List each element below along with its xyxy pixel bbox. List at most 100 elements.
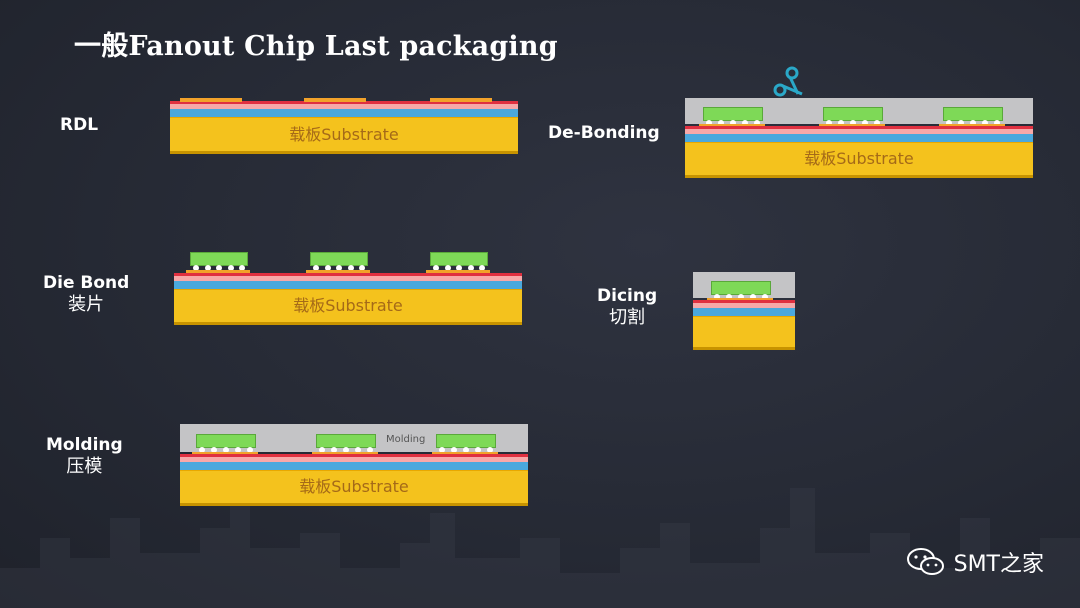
solder-bump [730, 120, 736, 126]
dicing-substrate [693, 316, 795, 350]
pad [426, 270, 490, 274]
step-debonding-en: De-Bonding [548, 123, 660, 143]
rdl-pad-3 [430, 98, 492, 102]
city-skyline-background [0, 488, 1080, 608]
blue-layer [180, 462, 528, 470]
slide-title: 一般Fanout Chip Last packaging [74, 31, 558, 62]
solder-bump [204, 265, 211, 271]
die [190, 252, 248, 266]
step-dicing-cn: 切割 [609, 307, 646, 328]
rdl-stack: 载板Substrate [170, 96, 518, 154]
solder-bump [874, 120, 880, 126]
die [711, 281, 771, 295]
solder-bump [343, 447, 349, 453]
debonding-stack: 载板Substrate [685, 98, 1033, 178]
solder-bump [324, 265, 331, 271]
step-die-bond-cn: 装片 [68, 294, 105, 315]
solder-bump [239, 265, 245, 271]
pink-layer [180, 457, 528, 462]
die [823, 107, 883, 121]
step-rdl-en: RDL [60, 115, 99, 135]
pink-layer [174, 276, 522, 281]
solder-bump [359, 265, 365, 271]
solder-bump [706, 120, 712, 126]
solder-bump [216, 265, 222, 271]
brand-watermark: SMT之家 [906, 546, 1044, 578]
step-dicing-en: Dicing [597, 286, 658, 306]
solder-bump [762, 294, 768, 300]
die [436, 434, 496, 448]
solder-bump [319, 447, 325, 453]
solder-bump [862, 120, 868, 126]
step-label-molding: Molding 压模 [46, 434, 123, 478]
step-label-rdl: RDL [60, 114, 98, 136]
step-label-die-bond: Die Bond 装片 [43, 272, 129, 316]
solder-bump [475, 447, 481, 453]
molding-label: Molding [386, 434, 426, 445]
pad [306, 270, 370, 274]
solder-bump [958, 120, 964, 126]
red-layer [693, 300, 795, 303]
solder-bump [336, 265, 342, 271]
solder-bump [444, 265, 451, 271]
solder-bump [227, 265, 234, 271]
die [310, 252, 368, 266]
step-molding-cn: 压模 [66, 456, 103, 477]
solder-bump [193, 265, 199, 271]
pink-layer [685, 129, 1033, 134]
step-label-dicing: Dicing 切割 [597, 285, 657, 329]
solder-bump [714, 294, 720, 300]
blue-layer [685, 134, 1033, 142]
red-layer [174, 273, 522, 276]
solder-bump [726, 294, 732, 300]
solder-bump [247, 447, 253, 453]
solder-bump [355, 447, 361, 453]
die [196, 434, 256, 448]
solder-bump [970, 120, 976, 126]
solder-bump [826, 120, 832, 126]
wechat-logo-icon [906, 548, 944, 575]
molding-stack: Molding 载板Substrate [180, 424, 528, 506]
solder-bump [994, 120, 1000, 126]
debonding-substrate: 载板Substrate [685, 142, 1033, 178]
solder-bump [313, 265, 319, 271]
rdl-pad-2 [304, 98, 366, 102]
die-bond-substrate: 载板Substrate [174, 289, 522, 325]
die [316, 434, 376, 448]
solder-bump [451, 447, 457, 453]
blue-layer [174, 281, 522, 289]
die-bond-stack: 载板Substrate [174, 252, 522, 325]
dicing-unit [693, 272, 795, 352]
solder-bump [433, 265, 439, 271]
solder-bump [463, 447, 469, 453]
solder-bump [738, 294, 744, 300]
solder-bump [742, 120, 748, 126]
solder-bump [331, 447, 337, 453]
solder-bump [347, 265, 354, 271]
pink-layer [693, 303, 795, 308]
solder-bump [982, 120, 988, 126]
step-die-bond-en: Die Bond [43, 273, 130, 293]
rdl-blue-layer [170, 109, 518, 117]
rdl-substrate: 载板Substrate [170, 117, 518, 154]
solder-bump [223, 447, 229, 453]
solder-bump [718, 120, 724, 126]
die [430, 252, 488, 266]
rdl-red-layer [170, 101, 518, 104]
rdl-pink-layer [170, 104, 518, 109]
rdl-pad-1 [180, 98, 242, 102]
solder-bump [750, 294, 756, 300]
brand-name: SMT之家 [953, 552, 1044, 577]
die [943, 107, 1003, 121]
scissors-icon [773, 66, 803, 97]
solder-bump [456, 265, 462, 271]
solder-bump [754, 120, 760, 126]
solder-bump [946, 120, 952, 126]
solder-bump [850, 120, 856, 126]
molding-substrate: 载板Substrate [180, 470, 528, 506]
die [703, 107, 763, 121]
solder-bump [838, 120, 844, 126]
solder-bump [439, 447, 445, 453]
solder-bump [467, 265, 474, 271]
